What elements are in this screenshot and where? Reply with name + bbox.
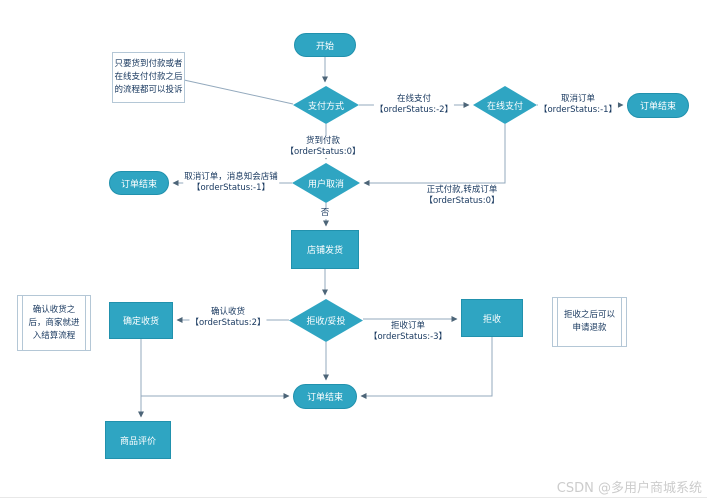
node-start: 开始 <box>294 33 356 57</box>
note-line: 只要货到付款或者 <box>114 59 183 69</box>
edge-label-status: 【orderStatus:-1】 <box>537 105 619 116</box>
node-order-end-bottom: 订单结束 <box>293 384 357 409</box>
edge-label-status: 【orderStatus:0】 <box>284 147 362 158</box>
note-complaint: 只要货到付款或者 在线支付付款之后 的流程都可以投诉 <box>112 52 185 103</box>
node-product-review: 商品评价 <box>105 421 171 459</box>
edge-label-reject-order: 拒收订单 【orderStatus:-3】 <box>367 321 449 343</box>
note-refund: 拒收之后可以 申请退款 <box>552 297 627 347</box>
note-line: 确认收货之 <box>32 304 76 315</box>
watermark: CSDN @多用户商城系统 <box>556 481 702 496</box>
edge-label-status: 【orderStatus:-2】 <box>373 105 455 116</box>
node-confirm-receipt: 确定收货 <box>109 302 173 339</box>
note-line: 后，商家就进 <box>28 317 80 328</box>
edge-label-text: 否 <box>319 208 331 219</box>
node-order-end-top: 订单结束 <box>627 93 689 118</box>
edge-label-formal-pay: 正式付款,转成订单 【orderStatus:0】 <box>423 185 501 207</box>
node-shop-ship: 店铺发货 <box>291 230 359 269</box>
edge-label-text: 取消订单，消息知会店铺 <box>183 172 279 183</box>
edge-label-cancel-notify: 取消订单，消息知会店铺 【orderStatus:-1】 <box>183 172 279 194</box>
edge-label-cod: 货到付款 【orderStatus:0】 <box>284 136 362 158</box>
edge-label-text: 确认收货 <box>189 307 267 318</box>
edge-label-confirm-receipt: 确认收货 【orderStatus:2】 <box>189 307 267 329</box>
edge-label-online-pay: 在线支付 【orderStatus:-2】 <box>373 94 455 116</box>
note-line: 申请退款 <box>572 323 607 333</box>
edge-label-text: 在线支付 <box>373 94 455 105</box>
page-bottom-divider <box>0 497 707 498</box>
edge-label-text: 取消订单 <box>537 94 619 105</box>
edge-label-text: 正式付款,转成订单 <box>423 185 501 196</box>
edge-label-text: 货到付款 <box>284 136 362 147</box>
note-line: 的流程都可以投诉 <box>114 85 183 95</box>
edge-label-no: 否 <box>319 208 331 219</box>
note-line: 拒收之后可以 <box>563 310 615 320</box>
edge-label-status: 【orderStatus:-3】 <box>367 332 449 343</box>
edge-label-status: 【orderStatus:0】 <box>423 196 501 207</box>
edge-label-text: 拒收订单 <box>367 321 449 332</box>
edge-label-cancel-order: 取消订单 【orderStatus:-1】 <box>537 94 619 116</box>
note-settlement: 确认收货之 后，商家就进 入结算流程 <box>17 295 91 351</box>
node-reject: 拒收 <box>461 299 523 337</box>
note-line: 在线支付付款之后 <box>114 72 183 82</box>
edge-label-status: 【orderStatus:-1】 <box>183 183 279 194</box>
note-line: 入结算流程 <box>32 330 76 341</box>
edge-label-status: 【orderStatus:2】 <box>189 318 267 329</box>
node-order-end-left: 订单结束 <box>109 171 169 195</box>
